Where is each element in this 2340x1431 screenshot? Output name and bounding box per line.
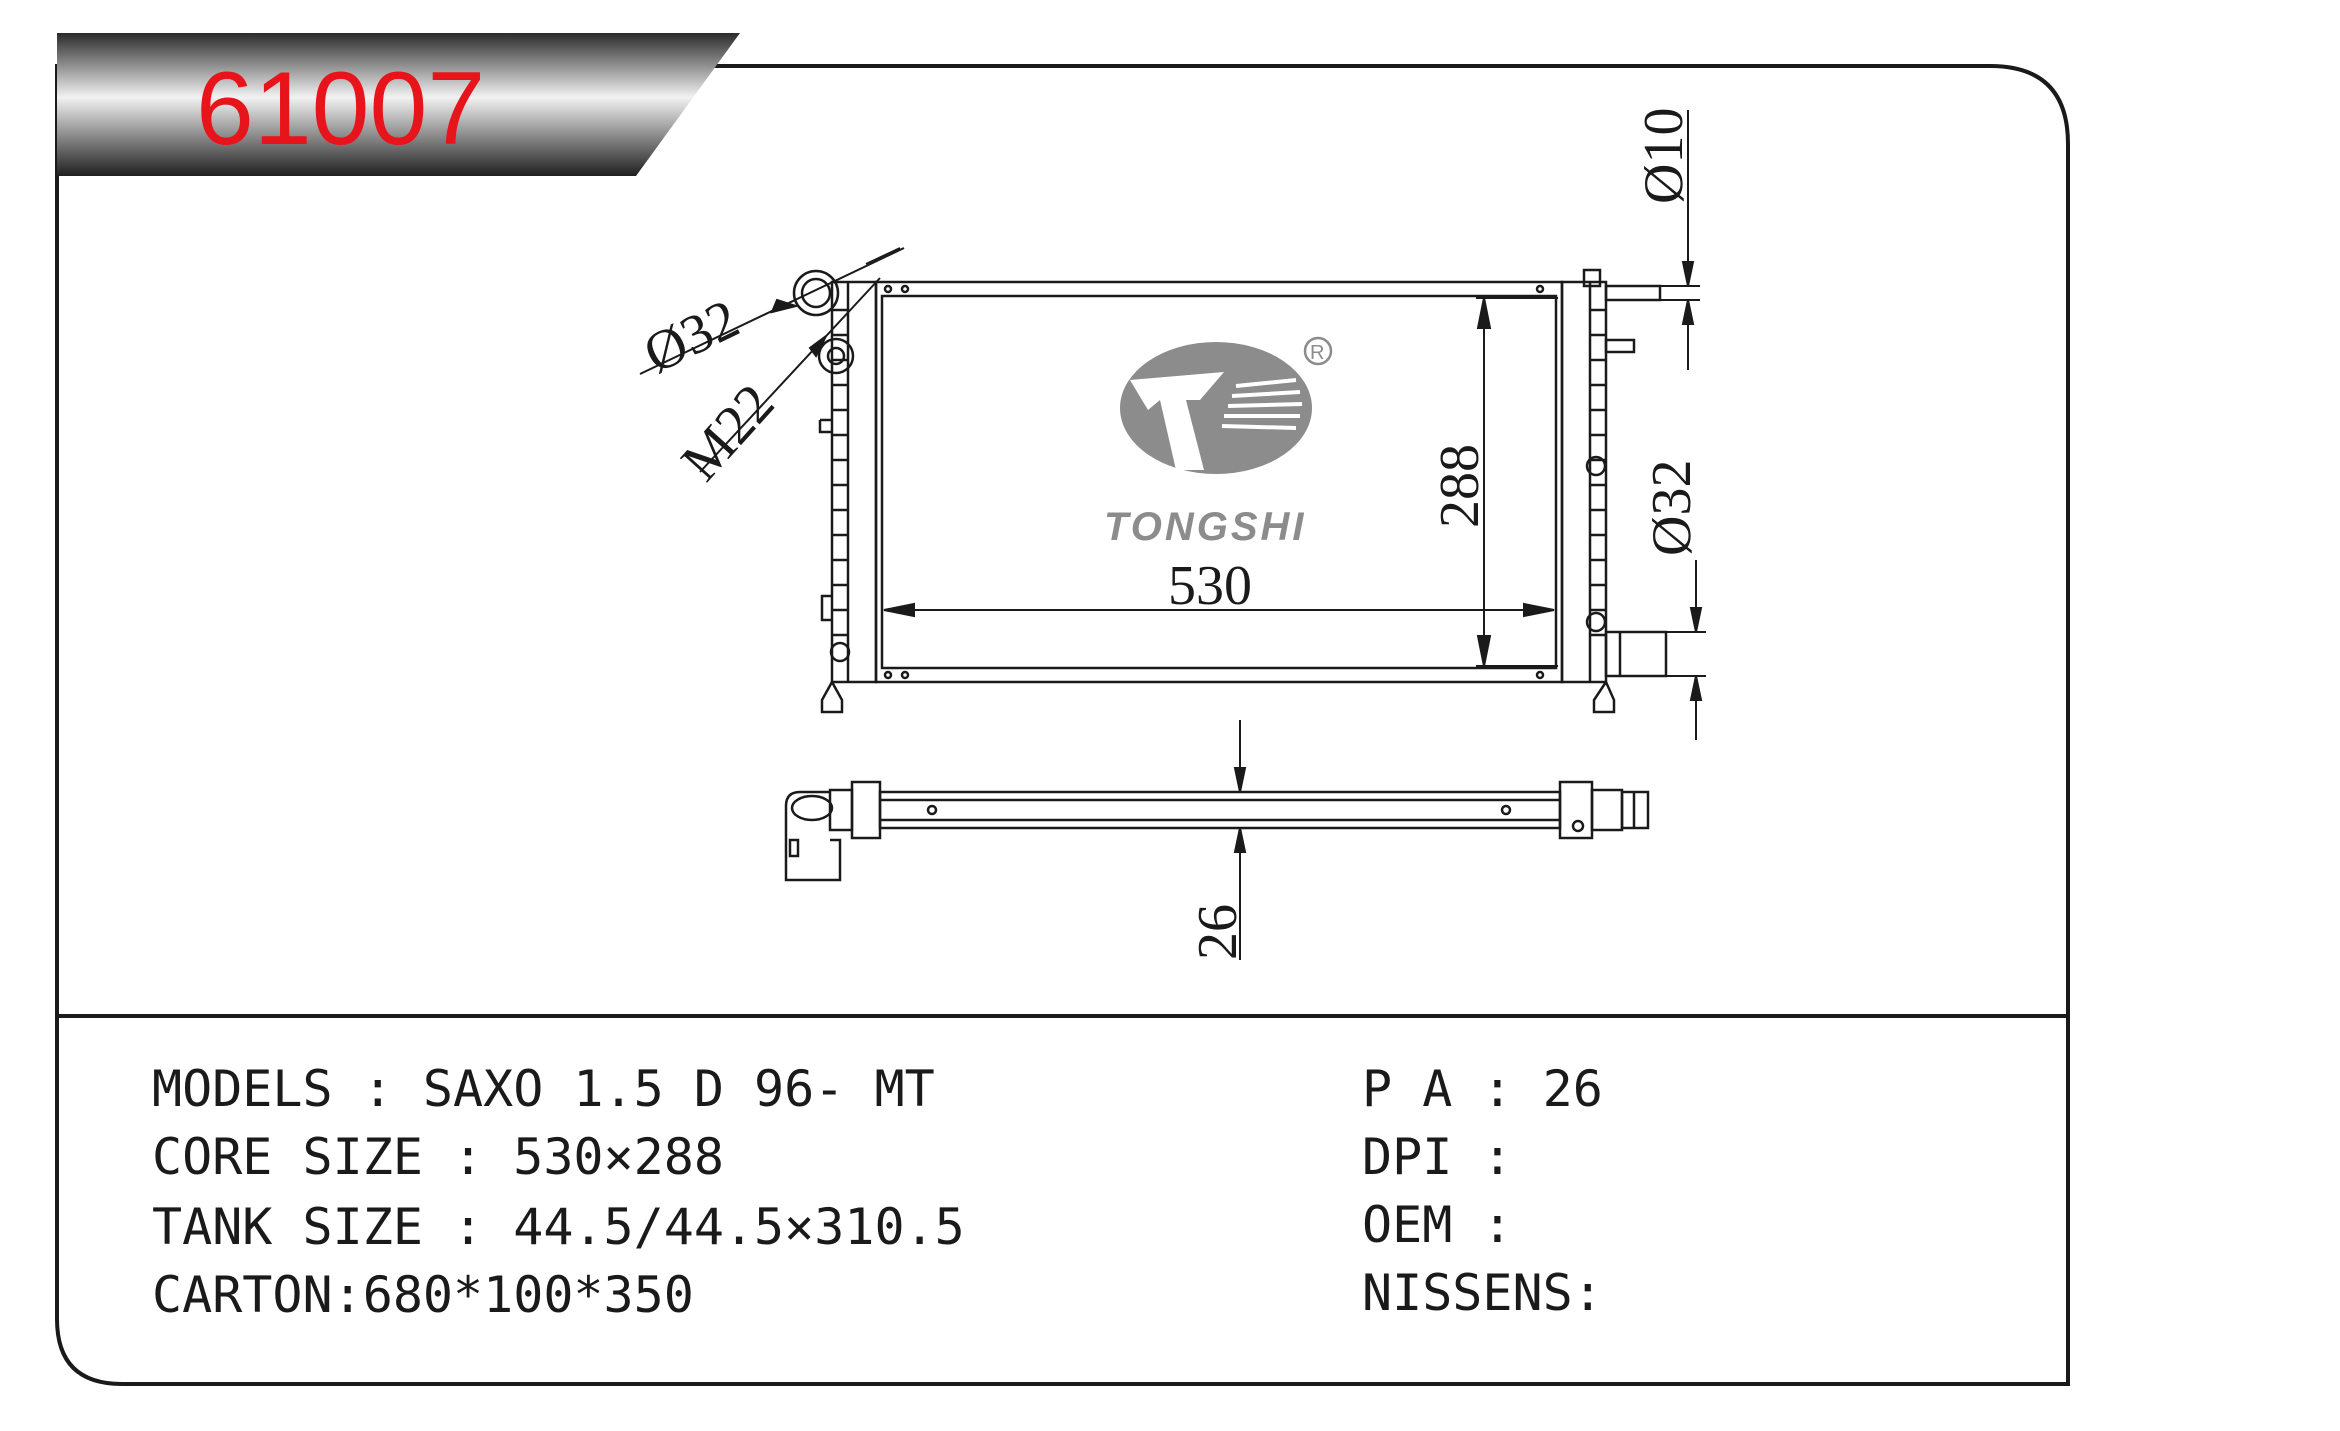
sheet-border [55,64,2070,1386]
spec-nissens: NISSENS: [1362,1264,1603,1322]
spec-pa: P A : 26 [1362,1060,1603,1118]
part-number: 61007 [196,51,485,167]
right-tank-ribs [1590,308,1606,637]
dimension-lines [639,110,1706,740]
spec-carton: CARTON:680*100*350 [152,1266,694,1324]
depth-dimension-lines [1233,720,1247,960]
inlet-diameter: Ø32 [635,288,749,386]
side-view [784,780,1650,882]
left-tank [830,280,878,684]
registered-mark-circle [1303,336,1333,366]
outlet-pipe [1604,630,1668,678]
height-dimension: 288 [1429,444,1491,528]
core-inner [880,294,1558,670]
outlet-diameter: Ø32 [1641,460,1703,556]
drain-thread: M22 [670,373,787,493]
drain-plug [817,337,855,375]
side-inlet-elbow [784,790,842,882]
logo-mark [1120,342,1312,474]
spec-table: MODELS : SAXO 1.5 D 96- MT CORE SIZE : 5… [152,1060,1603,1324]
right-tank [1560,280,1608,684]
small-pipe-diameter: Ø10 [1633,108,1695,204]
brand-logo: R TONGSHI [1104,336,1333,549]
left-tank-ribs [832,308,848,637]
spec-core-size: CORE SIZE : 530×288 [152,1128,724,1186]
brand-name: TONGSHI [1104,505,1307,549]
spec-models: MODELS : SAXO 1.5 D 96- MT [152,1060,935,1118]
depth-dimension: 26 [1187,904,1249,960]
width-dimension: 530 [1168,555,1252,617]
side-core [878,790,1562,830]
spec-oem: OEM : [1362,1196,1513,1254]
spec-dpi: DPI : [1362,1128,1513,1186]
part-number-badge: 61007 [57,33,740,176]
front-view [792,268,1668,714]
small-pipe [1604,284,1662,302]
filler-neck [792,269,840,317]
registered-mark: R [1310,342,1324,364]
spec-tank-size: TANK SIZE : 44.5/44.5×310.5 [152,1198,965,1256]
